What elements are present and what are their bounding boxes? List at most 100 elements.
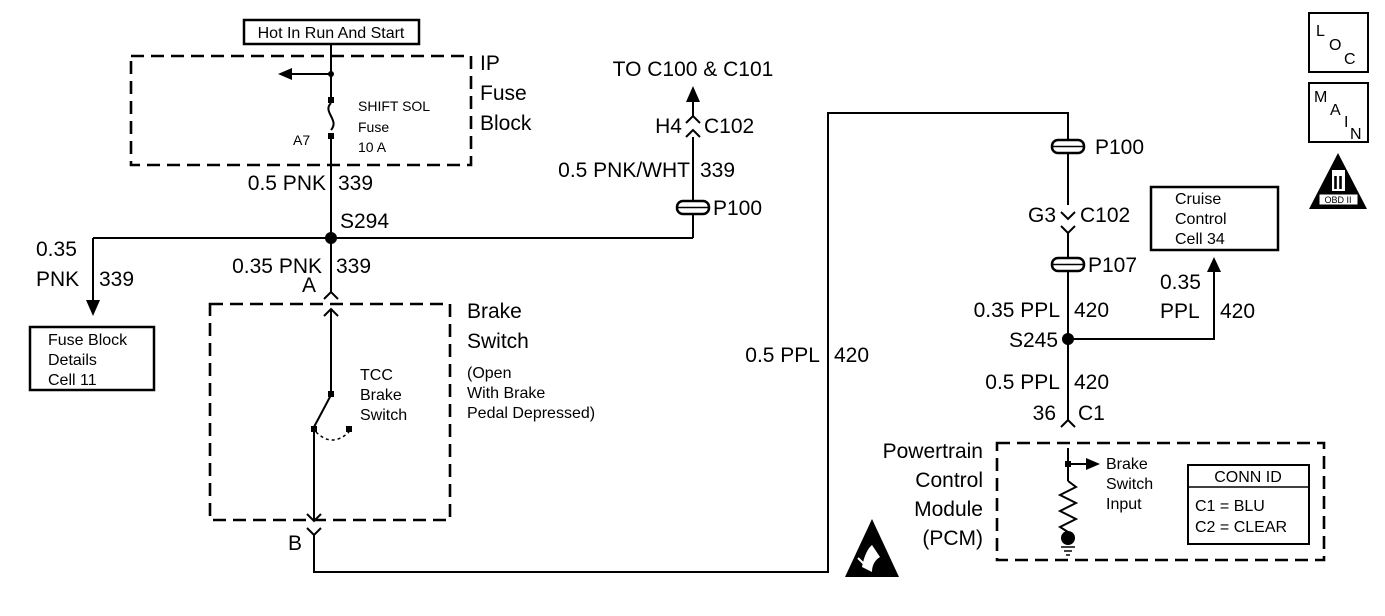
wire-left-color: PNK (36, 268, 79, 291)
conn-id-title: CONN ID (1214, 469, 1282, 486)
brake-switch-outline (208, 302, 452, 522)
conn-id-row-1: C1 = BLU (1195, 498, 1265, 515)
obd-roman: II (1333, 173, 1343, 193)
pcm-input-3: Input (1106, 496, 1142, 513)
wire-fuse-out-circuit: 339 (338, 172, 373, 195)
pcm-ground-terminal (1061, 531, 1075, 545)
p100-left: P100 (713, 197, 762, 220)
tcc-switch-1: TCC (360, 367, 393, 384)
switch-terminal-open (346, 426, 352, 432)
loc-icon-l: L (1316, 23, 1325, 40)
fuse-block-details-box[interactable] (28, 325, 156, 392)
wire-ppl-right-color: PPL (1160, 300, 1200, 323)
ip-fuse-block-label-2: Fuse (480, 82, 527, 105)
fuse-name-2: Fuse (358, 119, 389, 135)
obd-label: OBD II (1324, 195, 1351, 205)
g3-pin: G3 (1028, 204, 1056, 227)
wire-ppl-05-gauge: 0.5 PPL (985, 371, 1060, 394)
wire-left-circuit: 339 (99, 268, 134, 291)
pcm-input-1: Brake (1106, 456, 1148, 473)
c102-right: C102 (1080, 204, 1130, 227)
tcc-switch-2: Brake (360, 387, 402, 404)
pcm-label-1: Powertrain (883, 440, 983, 463)
wire-s245-to-cruise (1068, 271, 1215, 340)
fuse-block-details-1: Fuse Block (48, 332, 128, 349)
fuse-block-details-2: Details (48, 352, 97, 369)
brake-switch-note-1: (Open (467, 365, 511, 382)
pcm-label-4: (PCM) (922, 527, 983, 550)
cruise-control-arrow (1207, 257, 1221, 272)
loc-icon[interactable]: L O C (1308, 12, 1369, 73)
pcm-input-2: Switch (1106, 476, 1153, 493)
fuse-terminal-bottom (328, 133, 334, 139)
fuse-junction-dot (328, 71, 334, 77)
ground-icon (1061, 546, 1075, 556)
wire-left-gauge: 0.35 (36, 238, 77, 261)
main-icon-n: N (1350, 126, 1362, 143)
ip-fuse-block-label-1: IP (480, 52, 500, 75)
wire-pnk-wht-circuit: 339 (700, 159, 735, 182)
h4-pin: H4 (655, 115, 682, 138)
wire-ppl-035-circuit: 420 (1074, 299, 1109, 322)
hot-label: Hot In Run And Start (258, 25, 405, 42)
fuse-pin: A7 (293, 132, 310, 148)
pin-b-connector (306, 527, 322, 537)
fuse-icon (327, 102, 335, 131)
pcm-c1-connector (1060, 418, 1076, 428)
wire-to-brake-gauge: 0.35 PNK (232, 255, 322, 278)
ip-fuse-block-outline (129, 54, 473, 167)
pcm-input-arrow (1086, 458, 1100, 470)
pcm-resistor-icon (1057, 480, 1079, 533)
tcc-switch-3: Switch (360, 407, 407, 424)
conn-id-row-2: C2 = CLEAR (1195, 519, 1287, 536)
fuse-block-details-arrow (86, 300, 100, 316)
pin-b: B (288, 532, 302, 555)
wire-to-brake-circuit: 339 (336, 255, 371, 278)
c102-right-connector-lower (1060, 225, 1076, 235)
cruise-control-3: Cell 34 (1175, 231, 1225, 248)
cruise-control-box[interactable] (1149, 185, 1280, 252)
fuse-name-1: SHIFT SOL (358, 98, 430, 114)
brake-switch-label-1: Brake (467, 300, 522, 323)
pcm-label-2: Control (915, 469, 983, 492)
switch-travel-arc (315, 431, 350, 441)
fuse-rating: 10 A (358, 139, 387, 155)
switch-terminal-top (328, 391, 334, 397)
cruise-control-1: Cruise (1175, 191, 1221, 208)
switch-terminal-pivot (311, 426, 317, 432)
wire-pnk-wht-gauge: 0.5 PNK/WHT (558, 159, 690, 182)
splice-s294: S294 (340, 210, 389, 233)
esd-warning-icon (845, 519, 899, 577)
to-c100-label: TO C100 & C101 (613, 58, 774, 81)
to-c100-arrow (686, 86, 700, 102)
fuse-branch-arrow (278, 68, 292, 80)
wire-ppl-035-gauge: 0.35 PPL (974, 299, 1060, 322)
c102-right-connector-upper (1060, 211, 1076, 221)
c102-top: C102 (704, 115, 754, 138)
switch-blade (313, 394, 332, 428)
wire-ppl-05-circuit: 420 (1074, 371, 1109, 394)
fuse-block-details-3: Cell 11 (48, 372, 97, 389)
wire-ppl-long-circuit: 420 (834, 344, 869, 367)
brake-switch-note-3: Pedal Depressed) (467, 405, 595, 422)
pcm-label-3: Module (914, 498, 983, 521)
pcm-pin: 36 (1033, 402, 1056, 425)
main-icon-a: A (1330, 102, 1341, 119)
c102-top-connector-lower (685, 128, 701, 138)
main-icon[interactable]: M A I N (1308, 82, 1369, 143)
wire-ppl-right-gauge: 0.35 (1160, 271, 1201, 294)
obd-ii-icon: II OBD II (1309, 153, 1367, 209)
pin-a: A (302, 274, 316, 297)
brake-switch-label-2: Switch (467, 330, 529, 353)
pcm-outline (995, 441, 1326, 562)
loc-icon-o: O (1329, 37, 1341, 54)
fuse-terminal-top (328, 97, 334, 103)
ip-fuse-block-label-3: Block (480, 112, 532, 135)
pin-a-connector (323, 290, 339, 300)
cruise-control-2: Control (1175, 211, 1227, 228)
main-icon-m: M (1314, 89, 1327, 106)
p100-right: P100 (1095, 136, 1144, 159)
switch-bottom-arrow (306, 513, 322, 523)
wire-ppl-long (313, 112, 1069, 573)
